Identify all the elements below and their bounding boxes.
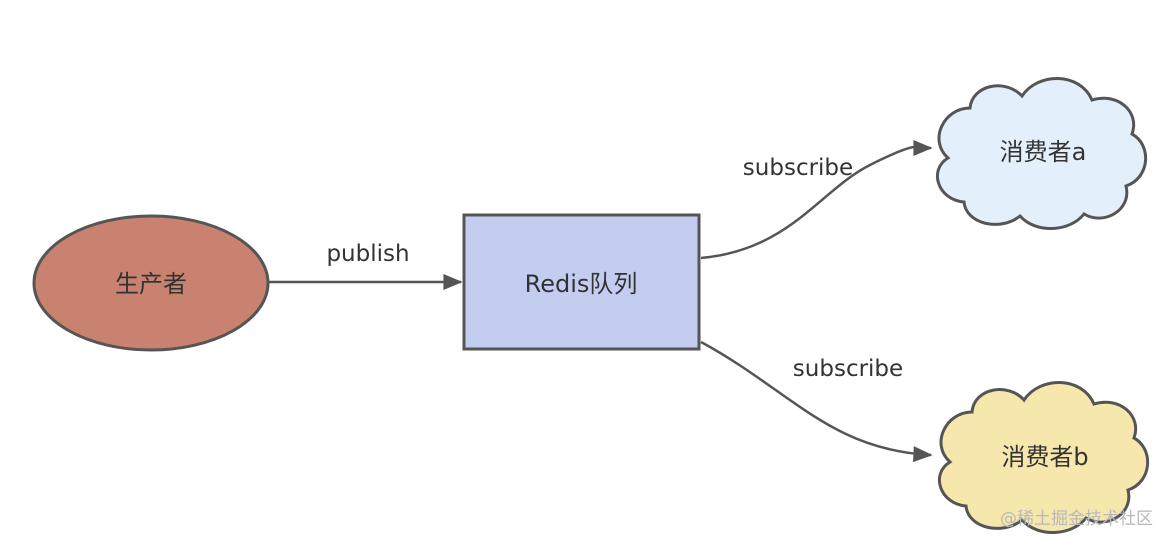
publish-edge: publish — [268, 241, 463, 290]
queue-label: Redis队列 — [525, 270, 638, 298]
queue-node: Redis队列 — [462, 213, 701, 351]
subscribe-a-label: subscribe — [743, 155, 853, 181]
consumer-b-node: 消费者b — [938, 381, 1149, 534]
subscribe-b-label: subscribe — [793, 356, 903, 382]
watermark-text: @稀土掘金技术社区 — [1000, 509, 1153, 529]
subscribe-edge-a: subscribe — [700, 139, 933, 260]
producer-label: 生产者 — [115, 270, 187, 298]
consumer-a-label: 消费者a — [1000, 138, 1087, 166]
publish-label: publish — [326, 241, 409, 267]
consumer-a-node: 消费者a — [936, 77, 1147, 230]
subscribe-edge-b: subscribe — [700, 340, 933, 463]
producer-node: 生产者 — [32, 214, 270, 352]
consumer-b-label: 消费者b — [1001, 443, 1088, 471]
